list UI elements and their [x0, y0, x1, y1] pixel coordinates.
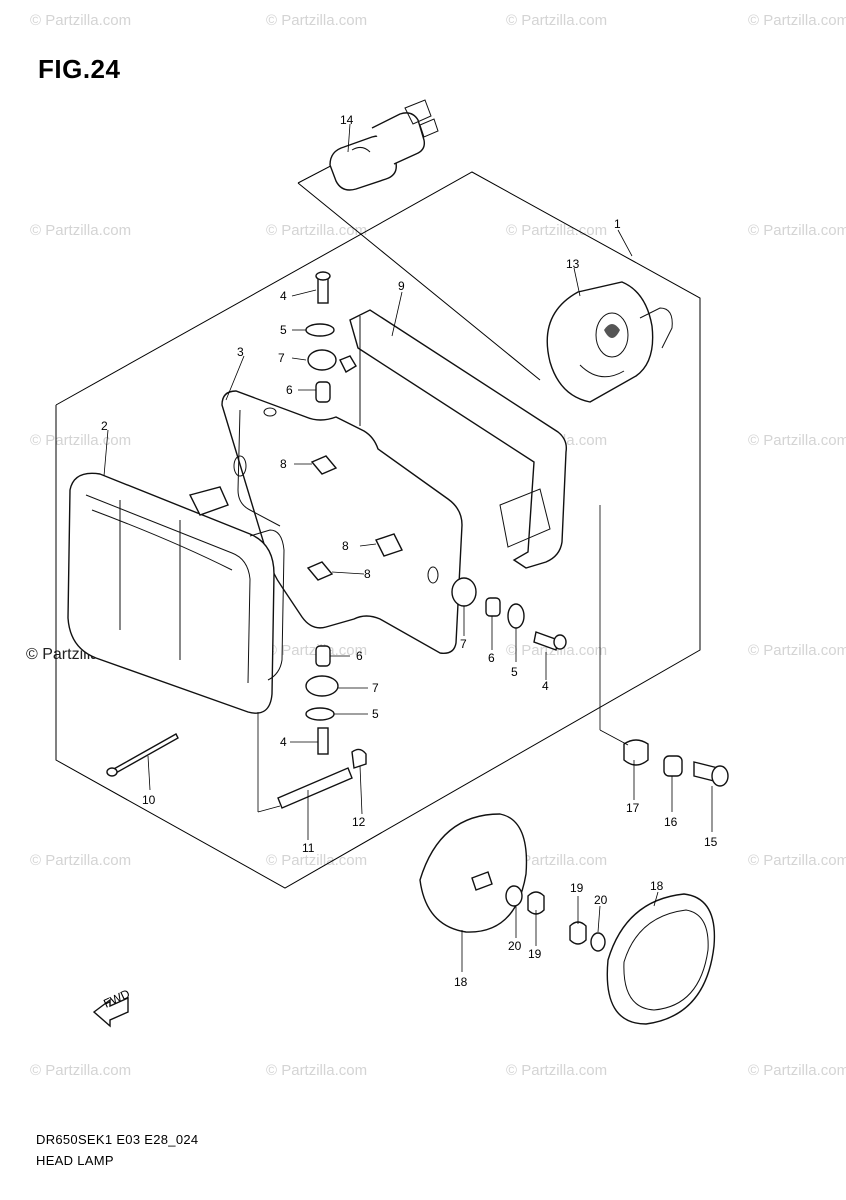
callout: 5: [511, 665, 518, 679]
callout: 8: [364, 567, 371, 581]
nut-refl-a: [527, 891, 545, 915]
nut-clip-c: [306, 561, 334, 581]
bolt-lower: [317, 727, 329, 755]
callout: 6: [286, 383, 293, 397]
callout: 5: [280, 323, 287, 337]
adjuster-nut: [351, 748, 367, 769]
watermark: © Partzilla.com: [748, 1062, 846, 1079]
watermark: © Partzilla.com: [748, 852, 846, 869]
grommet-lower: [305, 675, 339, 697]
adjusting-spring: [277, 767, 353, 809]
callout: 19: [528, 947, 542, 961]
callout: 18: [650, 879, 664, 893]
callout: 3: [237, 345, 244, 359]
grommet-right: [451, 577, 477, 607]
fasteners-right-stack: [451, 577, 567, 651]
figure-title: FIG.24: [38, 54, 121, 84]
watermark: © Partzilla.com: [266, 852, 367, 869]
section-name: HEAD LAMP: [36, 1153, 114, 1168]
mounting-frame: [349, 309, 568, 569]
headlamp-bracket: [221, 390, 463, 654]
callout: 19: [570, 881, 584, 895]
grommet-upper: [307, 349, 337, 371]
callout: 15: [704, 835, 718, 849]
model-code: DR650SEK1 E03 E28_024: [36, 1132, 199, 1147]
nut-clip-b: [375, 533, 403, 557]
callout: 5: [372, 707, 379, 721]
reflector-parts: [419, 813, 716, 1025]
reflector-right: [606, 893, 716, 1025]
callout: 13: [566, 257, 580, 271]
callout: 20: [594, 893, 608, 907]
watermark: © Partzilla.com: [748, 12, 846, 29]
callout: 12: [352, 815, 366, 829]
nut-clip-a: [310, 455, 338, 475]
callout: 2: [101, 419, 108, 433]
nut-refl-b: [569, 921, 587, 945]
callout: 6: [488, 651, 495, 665]
watermark: © Partzilla.com: [266, 222, 367, 239]
callout: 8: [280, 457, 287, 471]
watermark: © Partzilla.com: [30, 12, 131, 29]
side-mount-hardware: [623, 739, 729, 787]
adjusting-screw: [111, 733, 179, 775]
watermark: © Partzilla.com: [30, 432, 131, 449]
fasteners-upper-stack: [305, 271, 403, 581]
callout: 16: [664, 815, 678, 829]
watermark: © Partzilla.com: [266, 1062, 367, 1079]
callout: 8: [342, 539, 349, 553]
collar-lower: [315, 645, 331, 667]
callout: 9: [398, 279, 405, 293]
callout-labels: 1 2 3 4 4 4 5 5 5 6 6 6 7 7 7 8 8 8 9 10…: [101, 113, 718, 989]
bolt-right: [533, 631, 559, 651]
collar-right: [485, 597, 501, 617]
washer-upper: [305, 323, 335, 337]
watermark: © Partzilla.com: [30, 852, 131, 869]
washer-lower: [305, 707, 335, 721]
callout: 7: [278, 351, 285, 365]
watermark: © Partzilla.com: [30, 1062, 131, 1079]
callout: 11: [302, 841, 315, 855]
callout: 17: [626, 801, 640, 815]
watermark: © Partzilla.com: [506, 12, 607, 29]
collar-upper: [315, 381, 331, 403]
leader-lines: [103, 123, 713, 972]
side-grommet: [623, 739, 649, 766]
watermark: © Partzilla.com: [506, 852, 607, 869]
watermark-layer: © Partzilla.com © Partzilla.com © Partzi…: [26, 12, 846, 1079]
watermark: © Partzilla.com: [748, 222, 846, 239]
callout: 4: [280, 735, 287, 749]
callout: 6: [356, 649, 363, 663]
direction-marker: FWD: [92, 986, 132, 1028]
callout: 7: [372, 681, 379, 695]
reflector-left: [419, 813, 528, 933]
adjuster-parts: [106, 733, 367, 809]
washer-right: [507, 603, 525, 629]
headlamp-unit: [67, 472, 285, 714]
callout: 4: [280, 289, 287, 303]
watermark: © Partzilla.com: [748, 432, 846, 449]
callout: 10: [142, 793, 156, 807]
washer-refl-a: [505, 885, 523, 907]
watermark: © Partzilla.com: [506, 222, 607, 239]
fasteners-lower-stack: [305, 645, 339, 755]
side-collar: [663, 755, 683, 777]
washer-refl-b: [590, 932, 606, 952]
watermark: © Partzilla.com: [30, 222, 131, 239]
callout: 1: [614, 217, 621, 231]
watermark: © Partzilla.com: [266, 12, 367, 29]
lamp-housing: [546, 281, 673, 403]
callout: 7: [460, 637, 467, 651]
callout: 4: [542, 679, 549, 693]
headlight-bulb: [329, 99, 439, 191]
callout: 18: [454, 975, 468, 989]
callout: 20: [508, 939, 522, 953]
watermark: © Partzilla.com: [748, 642, 846, 659]
watermark: © Partzilla.com: [506, 1062, 607, 1079]
callout: 14: [340, 113, 354, 127]
